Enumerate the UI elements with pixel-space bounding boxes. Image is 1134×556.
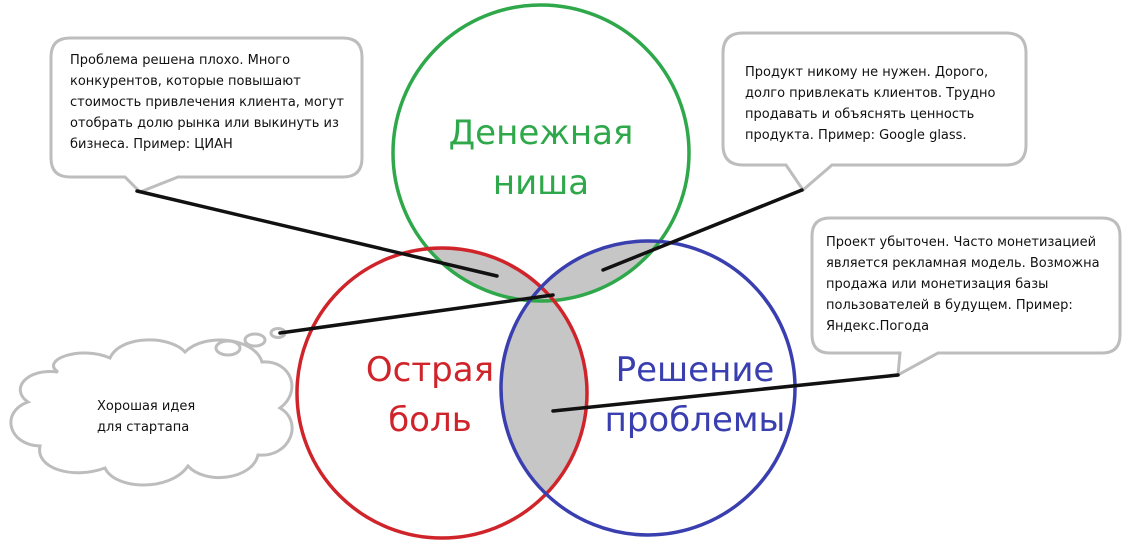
pointer-lines — [135, 188, 900, 413]
callout-text-top-left: Проблема решена плохо. Много конкурентов… — [70, 53, 344, 152]
callout-bubble-top-right — [721, 31, 1028, 193]
callout-text-top-right: Продукт никому не нужен. Дорого, долго п… — [745, 65, 996, 143]
circle-problem-solution — [499, 239, 797, 537]
label-acute-pain: Острая боль — [345, 345, 515, 445]
label-problem-solution: Решение проблемы — [590, 345, 800, 445]
pointer-line-cloud — [278, 293, 555, 335]
pointer-line-right — [551, 373, 900, 413]
circle-money-niche — [391, 3, 691, 303]
callout-bubble-top-left — [49, 36, 364, 194]
label-acute-pain-line1: Острая — [365, 350, 495, 390]
callout-text-right: Проект убыточен. Часто монетизацией явля… — [826, 235, 1100, 334]
thought-cloud — [9, 327, 294, 487]
circle-acute-pain — [295, 246, 589, 540]
cloud-text: Хорошая идея для стартапа — [97, 399, 196, 435]
label-money-niche-line1: Денежная — [448, 113, 634, 153]
label-money-niche-line2: ниша — [492, 163, 590, 203]
pointer-line-top-right — [601, 188, 804, 272]
label-acute-pain-line2: боль — [388, 400, 472, 440]
pointer-line-top-left — [135, 189, 499, 278]
label-money-niche: Денежная ниша — [421, 108, 661, 208]
callout-bubble-right — [810, 216, 1122, 378]
label-problem-solution-line1: Решение — [615, 350, 775, 390]
label-problem-solution-line2: проблемы — [604, 400, 786, 440]
